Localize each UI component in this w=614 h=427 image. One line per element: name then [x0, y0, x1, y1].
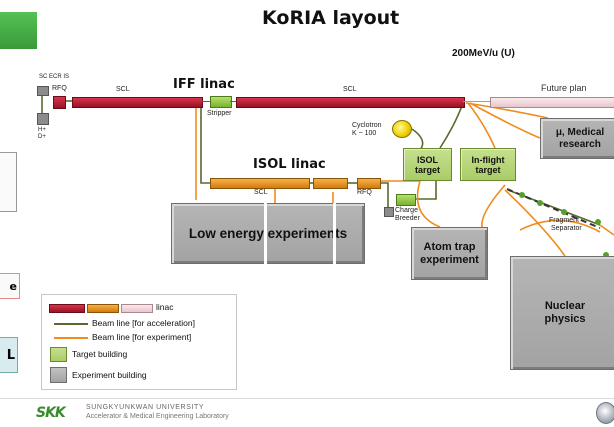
scl-label-2: SCL	[343, 86, 357, 93]
scl-linac-2	[236, 97, 465, 108]
left-edge-block-1	[0, 152, 17, 212]
isol-linac-label: ISOL linac	[253, 157, 326, 172]
rfq-label: RFQ	[52, 85, 67, 92]
legend-swatch-target	[50, 347, 67, 362]
footer-logo-text: SKK	[36, 405, 66, 421]
isol-scl-label: SCL	[254, 189, 268, 196]
future-connector	[463, 101, 490, 102]
legend-target-label: Target building	[72, 349, 128, 359]
accel-line-main-to-isol	[439, 102, 464, 149]
cyclotron-label-line2: K ~ 100	[352, 130, 377, 137]
legend-exp-label: Beam line [for experiment]	[92, 332, 192, 342]
fragment-separator-label-line1: Fragment	[549, 217, 579, 224]
mu-medical-research-box: μ, Medical research	[540, 118, 614, 159]
d-plus-label: D+	[38, 134, 46, 140]
linac-connector-2	[230, 101, 236, 102]
accel-line-cyclotron-isol	[411, 128, 424, 151]
legend-swatch-red	[49, 304, 85, 313]
exp-line-lower-right	[519, 219, 601, 233]
charge-breeder-label-line1: Charge	[395, 207, 418, 214]
charge-breeder-green	[396, 194, 416, 206]
slide-title: KoRIA layout	[262, 7, 400, 29]
legend-linac-label: linac	[156, 302, 174, 312]
exp-line-main-to-future	[465, 102, 549, 119]
legend: linac Beam line [for acceleration] Beam …	[41, 294, 237, 390]
beam-energy-label: 200MeV/u (U)	[452, 48, 515, 59]
legend-line-exp	[54, 337, 88, 339]
linac-connector	[201, 101, 210, 102]
legend-experiment-label: Experiment building	[72, 370, 147, 380]
isol-rfq-label: RFQ	[357, 189, 372, 196]
inflight-target-box: In-flight target	[460, 148, 516, 181]
fragment-magnet-2	[537, 200, 543, 206]
cyclotron-icon	[392, 120, 412, 138]
footer-university: SUNGKYUNKWAN UNIVERSITY	[86, 404, 205, 411]
rfq-block	[53, 96, 66, 109]
low-energy-divider-2	[333, 203, 336, 264]
low-energy-experiments-box: Low energy experiments	[171, 203, 365, 264]
scl-linac-1	[72, 97, 203, 108]
low-energy-divider-1	[264, 203, 267, 264]
isol-scl-linac-1	[210, 178, 310, 189]
footer-logo: SKK	[36, 404, 82, 422]
left-edge-fragment-2: L	[6, 347, 15, 363]
footer-lab: Accelerator & Medical Engineering Labora…	[86, 413, 229, 420]
accel-line-to-charge-breeder	[379, 182, 389, 210]
legend-accel-label: Beam line [for acceleration]	[92, 318, 195, 328]
charge-breeder-label-line2: Breeder	[395, 215, 420, 222]
cyclotron-label-line1: Cyclotron	[352, 122, 382, 129]
legend-swatch-future	[121, 304, 153, 313]
future-plan-label: Future plan	[541, 83, 587, 93]
legend-swatch-experiment	[50, 367, 67, 383]
fragment-separator-label-line2: Separator	[551, 225, 582, 232]
left-edge-block-3: L	[0, 337, 18, 373]
charge-breeder-block	[384, 207, 394, 217]
isol-rfq-block	[357, 178, 381, 189]
h-plus-label: H+	[38, 127, 46, 133]
hd-source-block	[37, 113, 49, 125]
exp-line-to-mu-medical	[469, 102, 541, 139]
future-plan-linac	[490, 97, 614, 108]
fragment-magnet-1	[519, 192, 525, 198]
footer-divider	[0, 398, 614, 399]
atom-trap-experiment-box: Atom trap experiment	[411, 227, 488, 280]
stripper-block	[210, 96, 232, 108]
fragment-magnet-4	[595, 219, 601, 225]
accel-line-cb-to-isol	[414, 180, 437, 200]
ecr-source-block	[37, 86, 49, 96]
exp-line-to-nuclear	[504, 189, 566, 257]
stripper-label: Stripper	[207, 110, 232, 117]
left-green-tab	[0, 12, 37, 49]
iff-linac-label: IFF linac	[173, 77, 235, 92]
legend-line-accel	[54, 323, 88, 325]
exp-line-main-to-inflight	[467, 102, 496, 149]
nuclear-physics-box: Nuclear physics	[510, 256, 614, 370]
left-edge-block-2: e	[0, 273, 20, 299]
isol-target-box: ISOL target	[403, 148, 452, 181]
exp-line-isol-to-atomtrap	[416, 180, 441, 228]
scl-label-1: SCL	[116, 86, 130, 93]
accel-line-stripper-down	[200, 104, 210, 184]
exp-line-right-edge	[599, 224, 614, 236]
ecr-is-label: SC ECR IS	[39, 74, 70, 80]
legend-swatch-orange	[87, 304, 119, 313]
left-edge-fragment-1: e	[9, 279, 17, 293]
footer-emblem-icon	[596, 402, 614, 424]
isol-scl-linac-2	[313, 178, 348, 189]
fragment-magnet-3	[561, 209, 567, 215]
fragment-separator-path	[506, 188, 601, 229]
